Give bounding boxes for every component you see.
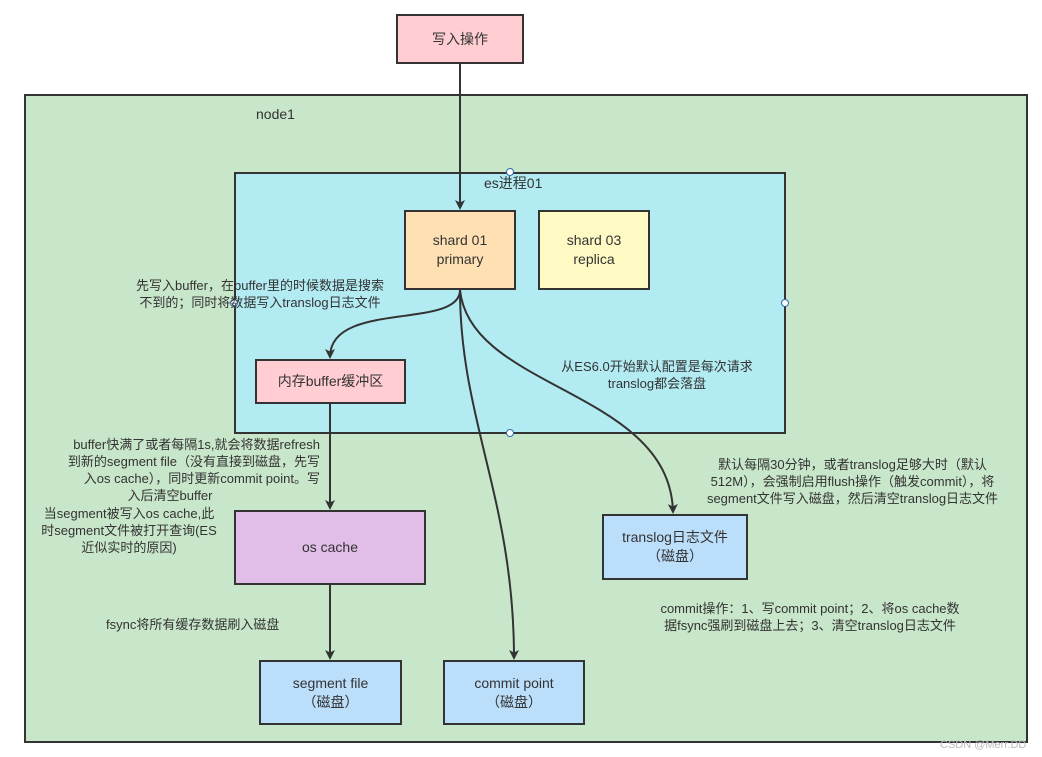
memory-buffer-label: 内存buffer缓冲区 (277, 373, 384, 389)
note-fsync: fsync将所有缓存数据刷入磁盘 (106, 617, 280, 632)
resize-handle-right[interactable] (781, 299, 789, 307)
arrow-primary-to-commit-point (459, 289, 519, 660)
arrow-primary-to-buffer (325, 289, 461, 359)
translog-file-box[interactable]: translog日志文件 （磁盘） (602, 514, 748, 580)
note-flush: 默认每隔30分钟，或者translog足够大时（默认 512M），会强制启用fl… (706, 457, 999, 506)
shard-replica-line2: replica (573, 251, 615, 267)
segment-file-box[interactable]: segment file （磁盘） (259, 660, 402, 725)
arrow-primary-to-translog (459, 289, 678, 514)
note-refresh: buffer快满了或者每隔1s,就会将数据refresh 到新的segment … (67, 437, 320, 503)
segment-file-line1: segment file (292, 674, 369, 691)
translog-file-line2: （磁盘） (647, 548, 703, 564)
note-buffer-write: 先写入buffer，在buffer里的时候数据是搜索 不到的；同时将数据写入tr… (135, 278, 385, 310)
commit-point-box[interactable]: commit point （磁盘） (443, 660, 585, 725)
translog-file-line1: translog日志文件 (622, 529, 728, 545)
commit-point-line2: （磁盘） (486, 693, 542, 710)
shard-replica-line1: shard 03 (566, 232, 622, 248)
note-segment-open: 当segment被写入os cache,此 时segment文件被打开查询(ES… (41, 506, 217, 555)
write-operation-label: 写入操作 (432, 30, 488, 47)
segment-file-line2: （磁盘） (302, 693, 359, 710)
shard-primary-line1: shard 01 (432, 232, 488, 248)
shard-primary-box[interactable]: shard 01 primary (404, 210, 516, 290)
os-cache-box[interactable]: os cache (234, 510, 426, 585)
resize-handle-bottom[interactable] (506, 429, 514, 437)
resize-handle-top[interactable] (506, 168, 514, 176)
commit-point-line1: commit point (474, 674, 554, 691)
os-cache-label: os cache (301, 539, 359, 555)
note-es6-translog: 从ES6.0开始默认配置是每次请求 translog都会落盘 (561, 359, 753, 391)
shard-replica-box[interactable]: shard 03 replica (538, 210, 650, 290)
memory-buffer-box[interactable]: 内存buffer缓冲区 (255, 359, 406, 404)
watermark: CSDN @Merr.DD (940, 739, 1027, 751)
note-commit-operations: commit操作：1、写commit point；2、将os cache数 据f… (660, 601, 960, 633)
write-operation-box[interactable]: 写入操作 (396, 14, 524, 64)
shard-primary-line2: primary (436, 251, 484, 267)
resize-handle-left[interactable] (230, 299, 238, 307)
node-label: node1 (256, 106, 295, 122)
es-process-label: es进程01 (484, 175, 543, 191)
